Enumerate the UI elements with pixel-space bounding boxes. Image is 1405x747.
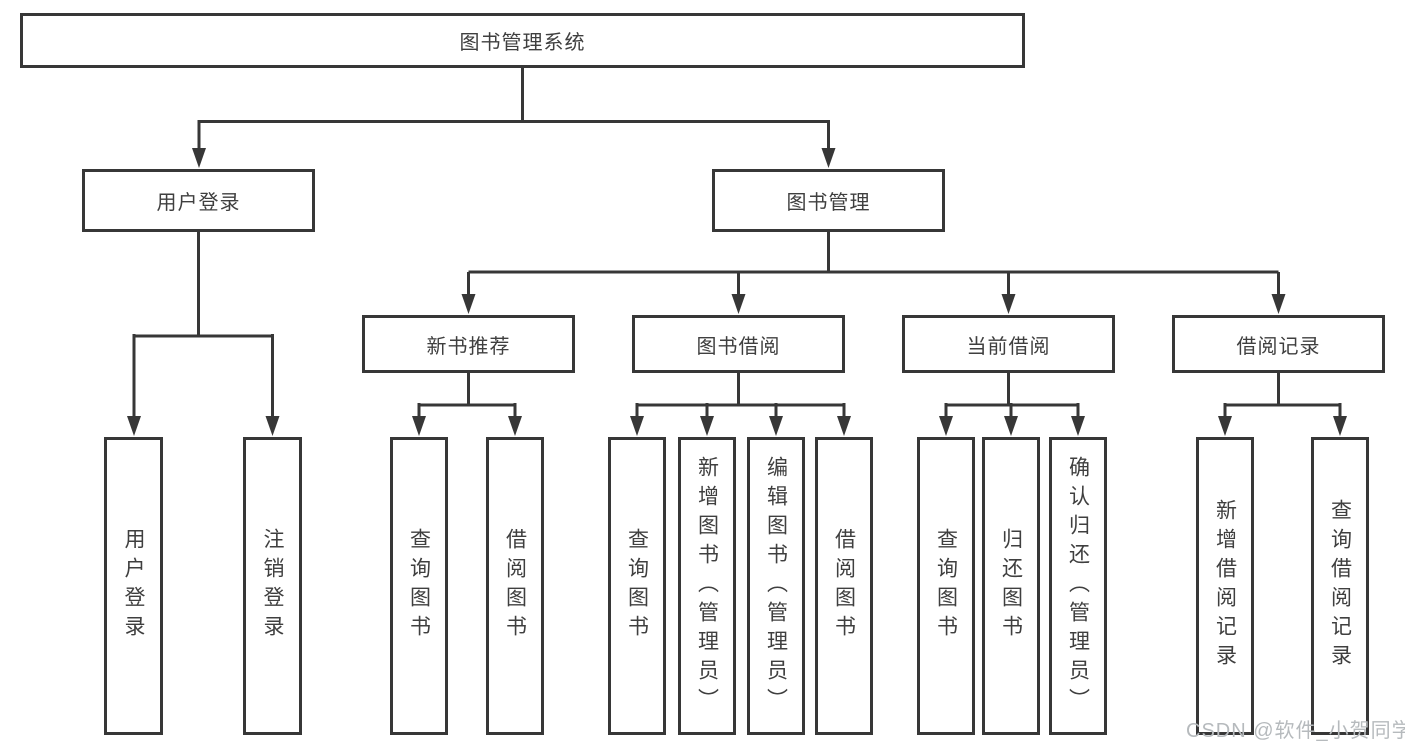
arrow-down-icon bbox=[1071, 416, 1085, 436]
leaf-recommend-query-books: 查询图书 bbox=[390, 437, 448, 735]
node-label: 查询图书 bbox=[934, 528, 958, 644]
node-label: 借阅记录 bbox=[1236, 335, 1321, 358]
node-label: 图书管理系统 bbox=[459, 32, 586, 54]
arrow-down-icon bbox=[769, 416, 783, 436]
node-library-management-system: 图书管理系统 bbox=[20, 13, 1025, 68]
node-new-book-recommendation: 新书推荐 bbox=[362, 315, 575, 373]
connector-root-to-level1 bbox=[192, 67, 836, 168]
arrow-down-icon bbox=[192, 148, 206, 168]
leaf-edit-books-admin: 编辑图书（管理员） bbox=[747, 437, 805, 735]
node-label: 新增图书（管理员） bbox=[695, 455, 719, 717]
node-current-borrowing: 当前借阅 bbox=[902, 315, 1115, 373]
leaf-recommend-borrow-books: 借阅图书 bbox=[486, 437, 544, 735]
leaf-current-query-books: 查询图书 bbox=[917, 437, 975, 735]
node-label: 图书管理 bbox=[786, 192, 871, 214]
connector-user-login-branch bbox=[127, 231, 280, 436]
node-label: 用户登录 bbox=[122, 528, 145, 644]
node-label: 注销登录 bbox=[261, 528, 284, 644]
leaf-query-borrow-record: 查询借阅记录 bbox=[1311, 437, 1369, 735]
node-book-management: 图书管理 bbox=[712, 169, 945, 232]
leaf-add-borrow-record: 新增借阅记录 bbox=[1196, 437, 1254, 735]
node-label: 查询图书 bbox=[625, 528, 649, 644]
leaf-borrowing-query-books: 查询图书 bbox=[608, 437, 666, 735]
arrow-down-icon bbox=[508, 416, 522, 436]
node-label: 查询借阅记录 bbox=[1328, 499, 1352, 673]
leaf-confirm-return-admin: 确认归还（管理员） bbox=[1049, 437, 1107, 735]
node-user-login: 用户登录 bbox=[82, 169, 315, 232]
connector-book-management-branch bbox=[461, 231, 1286, 314]
leaf-add-books-admin: 新增图书（管理员） bbox=[678, 437, 736, 735]
arrow-down-icon bbox=[630, 416, 644, 436]
node-label: 借阅图书 bbox=[832, 528, 856, 644]
leaf-logout: 注销登录 bbox=[243, 437, 302, 735]
node-label: 新书推荐 bbox=[426, 335, 511, 358]
arrow-down-icon bbox=[939, 416, 953, 436]
node-label: 借阅图书 bbox=[503, 528, 527, 644]
arrow-down-icon bbox=[265, 416, 280, 436]
node-label: 编辑图书（管理员） bbox=[764, 455, 788, 717]
leaf-user-login: 用户登录 bbox=[104, 437, 163, 735]
leaf-return-books: 归还图书 bbox=[982, 437, 1040, 735]
node-label: 确认归还（管理员） bbox=[1066, 455, 1090, 717]
node-label: 图书借阅 bbox=[696, 335, 781, 358]
node-label: 查询图书 bbox=[407, 528, 431, 644]
leaf-borrowing-borrow-books: 借阅图书 bbox=[815, 437, 873, 735]
node-label: 用户登录 bbox=[156, 192, 241, 214]
node-label: 归还图书 bbox=[999, 528, 1023, 644]
arrow-down-icon bbox=[1333, 416, 1347, 436]
arrow-down-icon bbox=[127, 416, 141, 436]
arrow-down-icon bbox=[821, 148, 836, 168]
connector-current-borrowing-branch bbox=[939, 372, 1085, 436]
node-book-borrowing: 图书借阅 bbox=[632, 315, 845, 373]
arrow-down-icon bbox=[1271, 294, 1286, 314]
csdn-watermark: CSDN @软件_小贺同学 bbox=[1186, 720, 1405, 742]
connector-book-borrowing-branch bbox=[630, 372, 851, 436]
connector-borrow-records-branch bbox=[1218, 372, 1347, 436]
node-label: 新增借阅记录 bbox=[1213, 499, 1237, 673]
arrow-down-icon bbox=[412, 416, 426, 436]
node-label: 当前借阅 bbox=[966, 335, 1051, 358]
connector-new-book-branch bbox=[412, 372, 522, 436]
arrow-down-icon bbox=[1001, 294, 1016, 314]
node-borrowing-records: 借阅记录 bbox=[1172, 315, 1385, 373]
arrow-down-icon bbox=[731, 294, 746, 314]
arrow-down-icon bbox=[461, 294, 476, 314]
arrow-down-icon bbox=[1004, 416, 1018, 436]
arrow-down-icon bbox=[1218, 416, 1232, 436]
arrow-down-icon bbox=[837, 416, 851, 436]
arrow-down-icon bbox=[700, 416, 714, 436]
